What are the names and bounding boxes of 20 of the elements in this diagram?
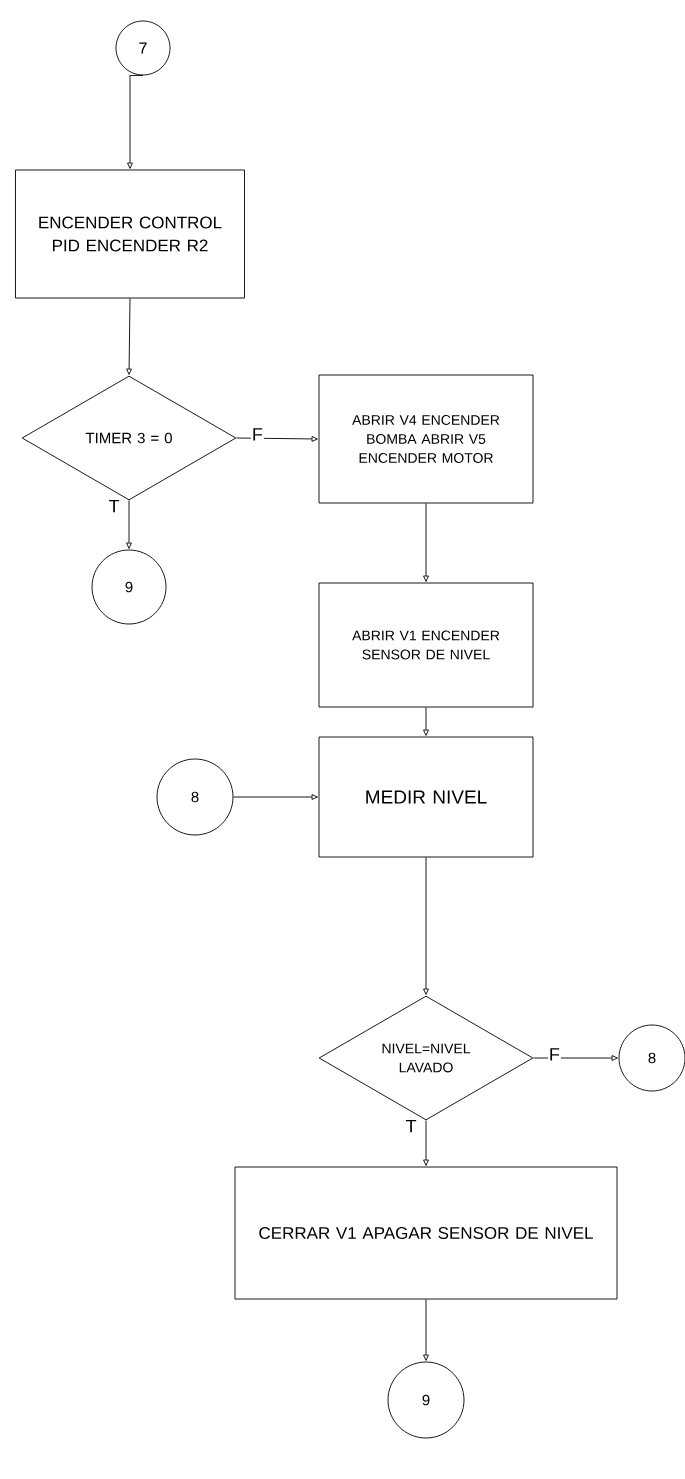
edge-label: T bbox=[107, 498, 121, 514]
arrow bbox=[423, 503, 429, 582]
arrow bbox=[126, 500, 132, 549]
process-box: ABRIR V1 ENCENDER SENSOR DE NIVEL bbox=[318, 582, 534, 708]
arrow bbox=[423, 707, 429, 736]
arrow bbox=[423, 1120, 429, 1166]
arrow bbox=[127, 75, 144, 169]
arrow bbox=[126, 298, 132, 375]
arrow bbox=[533, 1055, 618, 1061]
arrow bbox=[233, 794, 318, 800]
process-box: ABRIR V4 ENCENDER BOMBA ABRIR V5 ENCENDER MOTOR bbox=[318, 374, 534, 504]
arrow bbox=[423, 857, 429, 995]
process-box: ENCENDER CONTROL PID ENCENDER R2 bbox=[15, 169, 245, 299]
edge-label: F bbox=[250, 427, 264, 442]
arrow bbox=[236, 436, 318, 442]
arrow bbox=[423, 1299, 429, 1361]
process-box: MEDIR NIVEL bbox=[318, 736, 534, 858]
edge-label: T bbox=[404, 1118, 418, 1134]
edge-label: F bbox=[547, 1047, 561, 1062]
process-box: CERRAR V1 APAGAR SENSOR DE NIVEL bbox=[234, 1166, 618, 1300]
